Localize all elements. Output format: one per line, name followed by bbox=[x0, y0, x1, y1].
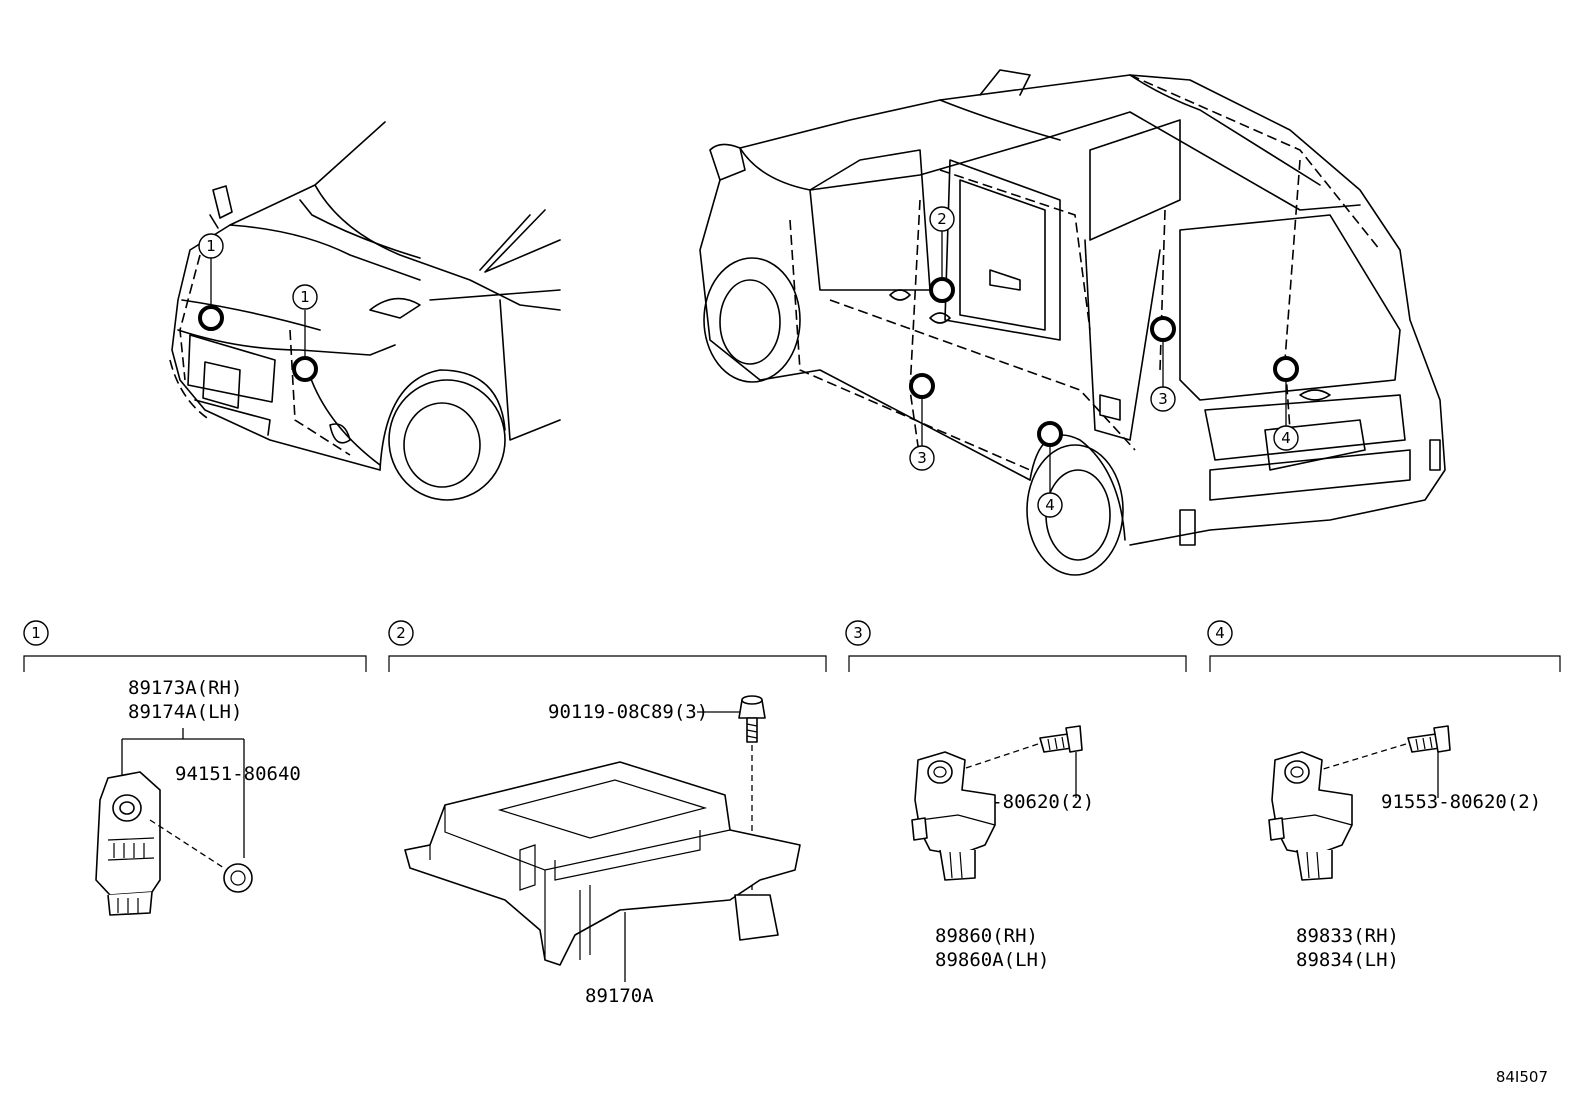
part-label-91553-80620-rear: 91553-80620(2) bbox=[1381, 791, 1541, 813]
airbag-control-unit bbox=[404, 761, 801, 966]
ecu-bolt bbox=[738, 695, 766, 743]
side-airbag-sensor bbox=[911, 751, 996, 881]
part-label-89170A: 89170A bbox=[585, 985, 654, 1007]
side-sensor-bolt bbox=[1039, 725, 1083, 753]
callout-4-rear: 4 bbox=[1273, 425, 1299, 451]
callout-3-side: 3 bbox=[909, 445, 935, 471]
svg-text:1: 1 bbox=[300, 288, 310, 306]
svg-text:1: 1 bbox=[206, 237, 216, 255]
part-label-89174A: 89174A(LH) bbox=[128, 701, 242, 723]
part-label-94151-80640: 94151-80640 bbox=[175, 763, 301, 785]
group-header-4: 4 bbox=[1207, 620, 1561, 672]
sensor-location-mark bbox=[929, 277, 955, 303]
group-header-2: 2 bbox=[388, 620, 827, 672]
group-1-parts: 89173A(RH) 89174A(LH) 94151-80640 bbox=[95, 677, 301, 916]
rear-sensor-bolt bbox=[1407, 725, 1451, 753]
clip-nut bbox=[223, 863, 253, 893]
svg-text:2: 2 bbox=[396, 624, 406, 642]
svg-text:3: 3 bbox=[917, 449, 927, 467]
part-label-89833: 89833(RH) bbox=[1296, 925, 1399, 947]
svg-text:4: 4 bbox=[1281, 429, 1291, 447]
svg-text:4: 4 bbox=[1215, 624, 1225, 642]
part-label-89860A: 89860A(LH) bbox=[935, 949, 1049, 971]
svg-text:4: 4 bbox=[1045, 496, 1055, 514]
group-3-parts: 91553-80620(2) 89860(RH) 89860A(LH) bbox=[911, 725, 1094, 971]
callout-1-front-left: 1 bbox=[198, 233, 224, 259]
part-label-89173A: 89173A(RH) bbox=[128, 677, 242, 699]
svg-text:1: 1 bbox=[31, 624, 41, 642]
sensor-location-mark bbox=[1273, 356, 1299, 382]
front-car-illustration: 1 1 bbox=[169, 121, 561, 501]
diagram-code: 84I507 bbox=[1496, 1068, 1548, 1086]
callout-3-rear: 3 bbox=[1150, 386, 1176, 412]
group-header-3: 3 bbox=[845, 620, 1187, 672]
callout-2-center: 2 bbox=[929, 206, 955, 232]
group-2-parts: 90119-08C89(3) 89170A bbox=[404, 695, 801, 1007]
group-header-1: 1 bbox=[23, 620, 367, 672]
rear-car-illustration: 2 3 3 4 4 bbox=[699, 69, 1446, 576]
sensor-location-mark bbox=[292, 356, 318, 382]
part-label-89834: 89834(LH) bbox=[1296, 949, 1399, 971]
rear-airbag-sensor bbox=[1268, 751, 1353, 881]
svg-text:3: 3 bbox=[853, 624, 863, 642]
sensor-location-mark bbox=[909, 373, 935, 399]
part-label-90119-08C89: 90119-08C89(3) bbox=[548, 701, 708, 723]
sensor-location-mark bbox=[198, 305, 224, 331]
svg-text:3: 3 bbox=[1158, 390, 1168, 408]
part-label-89860: 89860(RH) bbox=[935, 925, 1038, 947]
sensor-location-mark bbox=[1037, 421, 1063, 447]
front-airbag-sensor bbox=[95, 771, 161, 916]
sensor-location-mark bbox=[1150, 316, 1176, 342]
callout-1-front-right: 1 bbox=[292, 284, 318, 310]
callout-4-wheel: 4 bbox=[1037, 492, 1063, 518]
svg-text:2: 2 bbox=[937, 210, 947, 228]
group-4-parts: 91553-80620(2) 89833(RH) 89834(LH) bbox=[1268, 725, 1541, 971]
